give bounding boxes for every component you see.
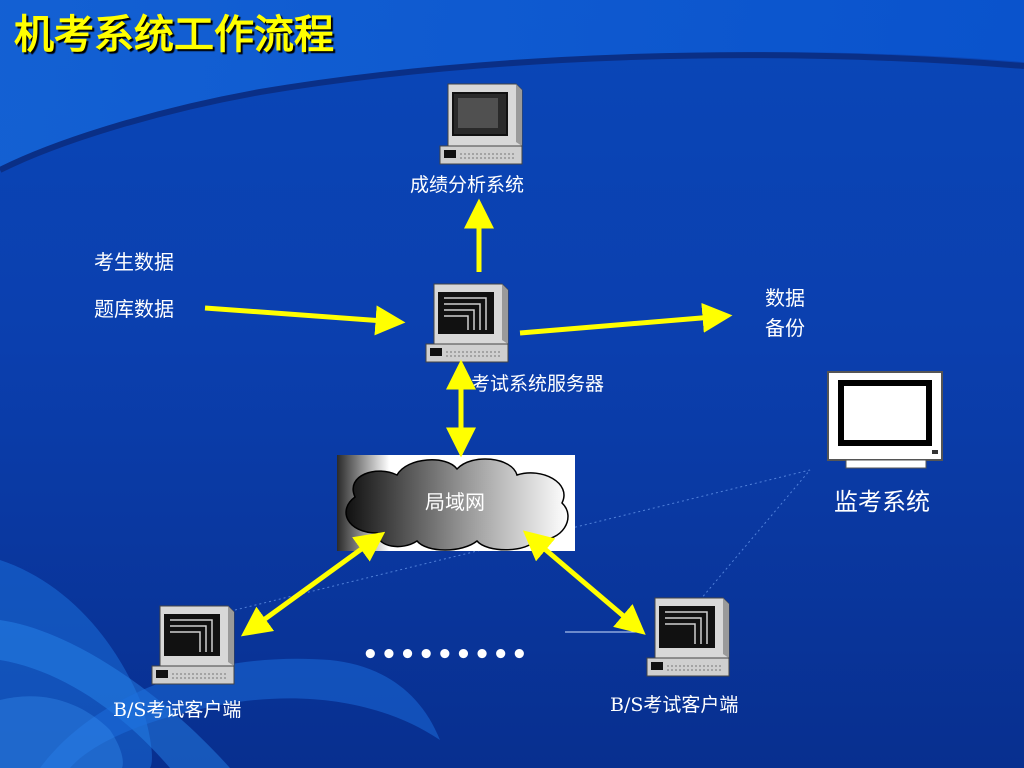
lan-label: 局域网 <box>425 490 485 514</box>
arrow-lan-client-right <box>522 530 646 635</box>
monitor-label: 监考系统 <box>834 488 930 516</box>
computer-icon <box>151 605 235 685</box>
client-left-label: B/S考试客户端 <box>113 699 242 721</box>
student-data-label: 考生数据 <box>94 250 174 274</box>
analysis-label: 成绩分析系统 <box>410 174 525 196</box>
arrow-server-backup <box>519 302 733 336</box>
computer-icon <box>439 83 523 165</box>
cloud-icon <box>345 458 569 551</box>
server-label: 考试系统服务器 <box>471 373 605 395</box>
computer-icon <box>646 597 730 677</box>
slide-title: 机考系统工作流程 <box>14 11 334 58</box>
ellipsis: ••••••••• <box>362 640 530 670</box>
backup-label-line2: 备份 <box>765 316 805 340</box>
monitor-icon <box>827 371 943 469</box>
arrow-data-server <box>204 305 406 336</box>
question-data-label: 题库数据 <box>94 297 174 321</box>
arrow-lan-client-left <box>240 531 386 637</box>
computer-icon <box>425 283 509 363</box>
backup-label-line1: 数据 <box>765 286 805 310</box>
client-right-label: B/S考试客户端 <box>610 694 739 716</box>
